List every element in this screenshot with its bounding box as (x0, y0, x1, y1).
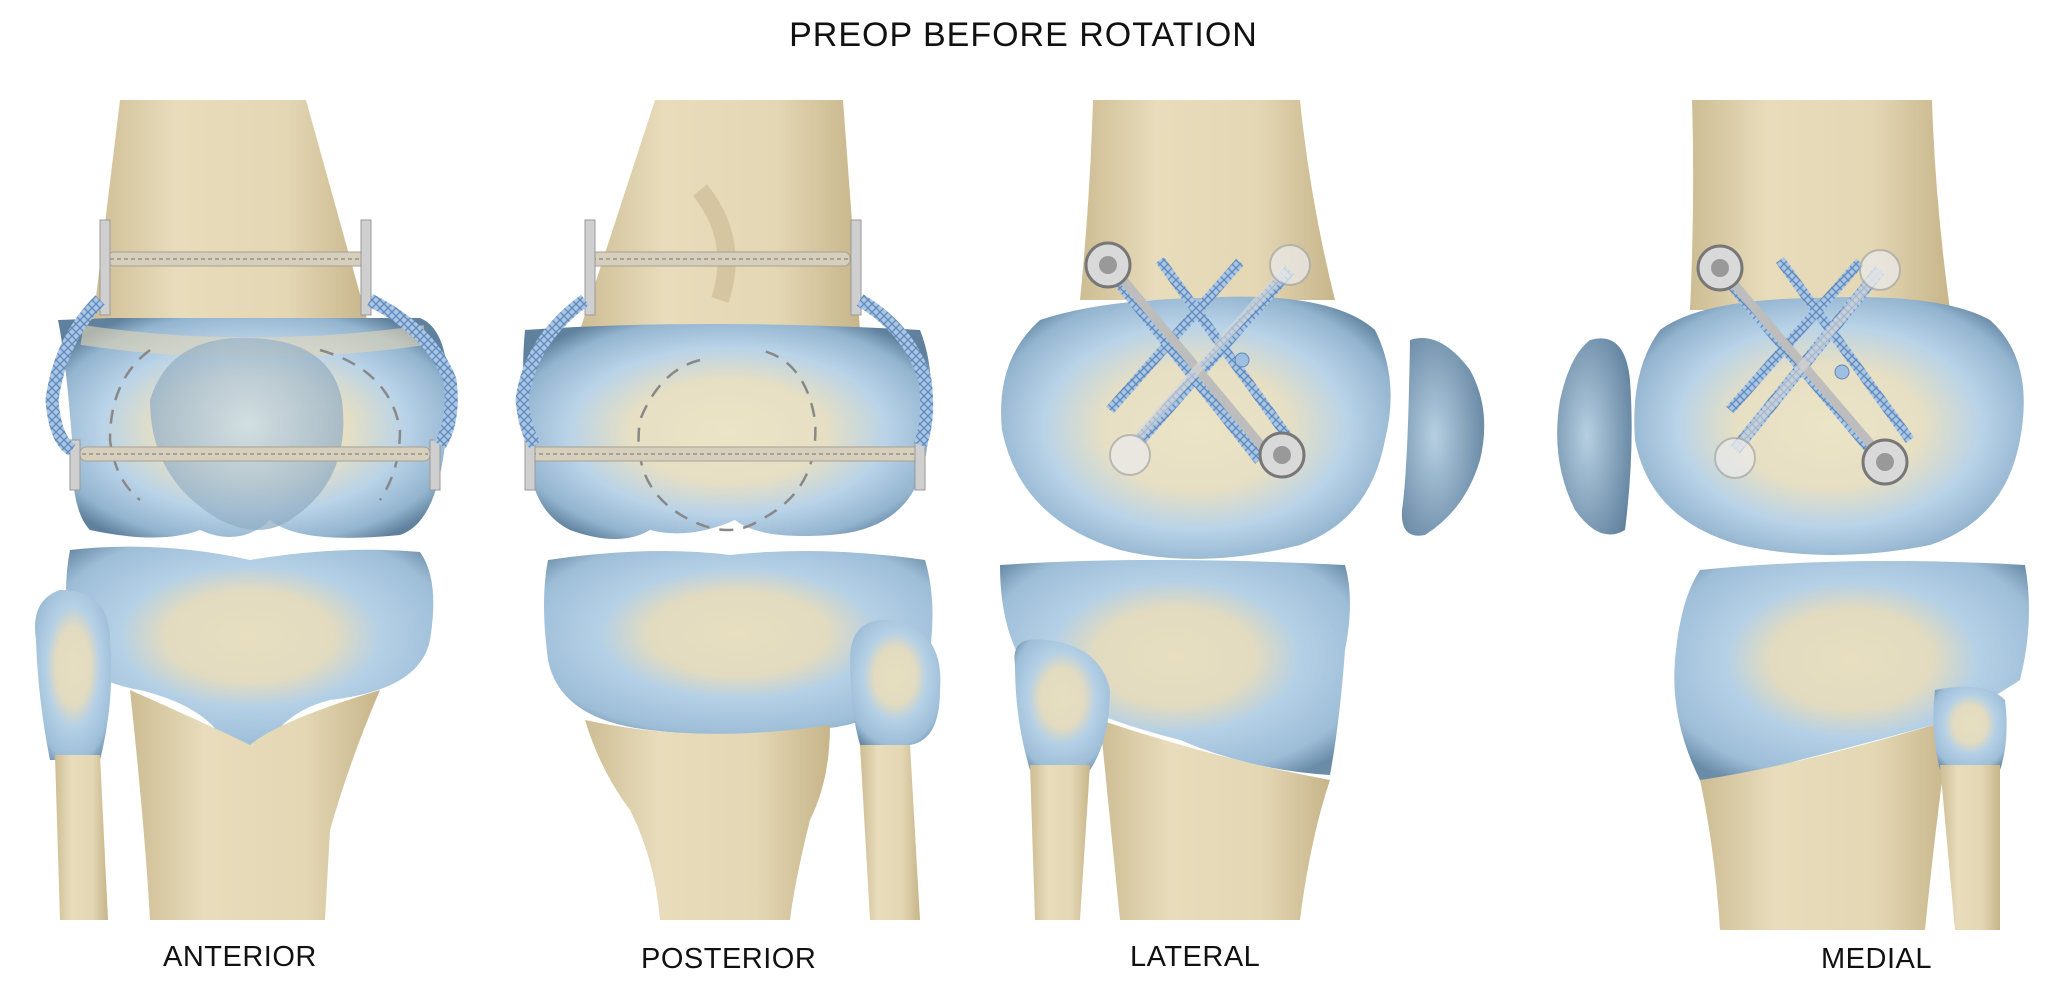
view-label-medial: MEDIAL (1821, 943, 1932, 975)
fibula-shaft (1940, 765, 2000, 930)
view-label-anterior: ANTERIOR (163, 941, 317, 973)
anterior-view (35, 100, 458, 920)
tibial-plateau (66, 546, 434, 747)
fibula-head (1014, 639, 1110, 770)
implant-x-construct (1084, 241, 1311, 479)
tibial-plateau (544, 551, 933, 735)
tibia-shaft (1100, 720, 1330, 920)
tibia-shaft (585, 720, 830, 920)
posterior-view (515, 100, 941, 920)
fixation-button-top-right (1269, 244, 1311, 286)
anterior-screw-top (107, 251, 369, 267)
suture-right (367, 294, 458, 449)
fibula-shaft (860, 745, 920, 920)
fibula-head (35, 590, 112, 760)
tibia-shaft (130, 690, 380, 920)
suture-left (515, 294, 589, 449)
femur-shaft (1080, 100, 1335, 300)
meniscus-lateral (1401, 338, 1485, 536)
lateral-view (1000, 100, 1485, 920)
view-label-lateral: LATERAL (1130, 941, 1261, 973)
fibula-head (850, 620, 941, 745)
meniscus-medial (1557, 338, 1632, 535)
tibial-plateau (1000, 560, 1350, 775)
suture-left (45, 295, 105, 456)
view-label-posterior: POSTERIOR (641, 943, 817, 975)
fixation-button-bottom-left (1109, 434, 1151, 476)
femur-shaft (92, 100, 370, 330)
medial-view (1557, 100, 2029, 930)
fixation-button-bottom-left (1714, 437, 1756, 479)
fibula-shaft (55, 755, 108, 920)
femoral-condyles (523, 324, 932, 539)
tibial-plateau (1674, 561, 2029, 780)
patella (150, 337, 344, 530)
femoral-condyle (1634, 296, 2024, 555)
fibula-head (1933, 686, 2007, 770)
suture-right (856, 294, 934, 448)
fixation-button-top-right (1859, 249, 1901, 291)
tibia-shaft (1700, 720, 1950, 930)
fibula-shaft (1030, 765, 1090, 920)
figure-title: PREOP BEFORE ROTATION (789, 16, 1258, 54)
anterior-screw-bottom (79, 446, 431, 462)
implant-x-construct (1696, 244, 1915, 486)
femoral-condyle (1001, 296, 1391, 559)
